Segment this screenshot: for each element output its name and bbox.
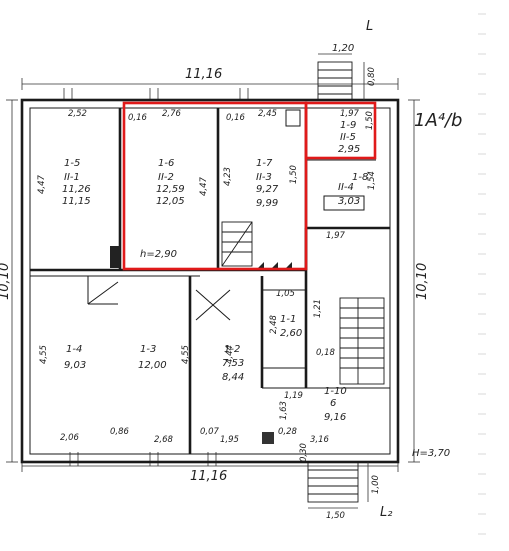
- porch-top-width: 1,20: [332, 43, 354, 54]
- dim-1-54: 1,54: [367, 171, 377, 190]
- room-area: 2,95: [338, 144, 360, 155]
- room-id: 1-9: [340, 120, 356, 131]
- highlight-rooms-1-6-1-7: [122, 101, 308, 271]
- room-1-1: 1-1 2,60: [280, 314, 302, 339]
- dim-4-55-a: 4,55: [39, 345, 49, 364]
- dim-1-50-a: 1,50: [365, 111, 375, 130]
- dim-2-52: 2,52: [68, 109, 87, 119]
- room-line-1: II-2: [158, 172, 174, 183]
- dim-4-55-b: 4,55: [181, 345, 191, 364]
- room-area: 3,03: [338, 196, 360, 207]
- porch-bottom: [307, 461, 369, 509]
- dim-4-47-a: 4,47: [37, 174, 47, 194]
- overall-width-top: 11,16: [185, 67, 222, 82]
- dim-0-28: 0,28: [278, 427, 298, 437]
- porch-bottom-depth: 1,00: [371, 475, 381, 494]
- room-id: 1-7: [256, 158, 273, 169]
- room-id: 1-6: [158, 158, 174, 169]
- overall-height-right: 10,10: [415, 263, 430, 300]
- room-line-2: 9,27: [256, 184, 279, 195]
- sheet-label: 1A⁴/b: [414, 110, 462, 131]
- room-id: 1-5: [64, 158, 80, 169]
- room-id: 1-2: [224, 344, 240, 355]
- room-area: 9,16: [324, 412, 346, 423]
- porch-top: [317, 53, 365, 101]
- highlight-boxes: [122, 101, 377, 271]
- room-1-9: 1-9 II-5 2,95: [338, 120, 360, 155]
- dim-4-23: 4,23: [223, 167, 233, 186]
- room-area: 9,03: [64, 360, 86, 371]
- dim-1-97-a: 1,97: [340, 109, 360, 119]
- room-area: 11,15: [62, 196, 91, 207]
- room-area: 12,05: [156, 196, 185, 207]
- porch-bottom-width: 1,50: [326, 511, 345, 521]
- overall-width-bottom: 11,16: [190, 469, 227, 484]
- dim-4-47-b: 4,47: [199, 176, 209, 196]
- room-area: 9,99: [256, 198, 278, 209]
- room-id: 1-1: [280, 314, 296, 325]
- dim-2-68: 2,68: [154, 435, 174, 445]
- room-1-5: 1-5 II-1 11,26 11,15: [62, 158, 91, 207]
- room-height-note: h=2,90: [140, 249, 177, 260]
- staircase: [221, 221, 385, 385]
- dim-1-97-b: 1,97: [326, 231, 346, 241]
- dim-4-44: 4,44: [225, 345, 235, 364]
- room-1-4: 1-4 9,03: [64, 344, 86, 371]
- outer-walls: [20, 98, 400, 464]
- dim-0-16-a: 0,16: [128, 113, 148, 123]
- dim-1-21: 1,21: [313, 299, 323, 318]
- section-mark-bottom: L₂: [380, 505, 392, 520]
- scan-margin-marks: [478, 13, 486, 535]
- dim-1-95: 1,95: [220, 435, 239, 445]
- dim-1-05: 1,05: [276, 289, 295, 299]
- room-1-7: 1-7 II-3 9,27 9,99: [256, 158, 279, 209]
- dim-0-30: 0,30: [299, 443, 309, 462]
- porch-top-depth: 0,80: [367, 67, 377, 86]
- room-id: 1-3: [140, 344, 156, 355]
- window-ticks: [63, 88, 249, 466]
- room-line-1: II-5: [340, 132, 356, 143]
- room-line-2: 11,26: [62, 184, 91, 195]
- room-1-2: 1-2 7,53 8,44: [222, 344, 244, 383]
- room-area: 12,00: [138, 360, 167, 371]
- dim-2-76: 2,76: [162, 109, 182, 119]
- dim-3-16: 3,16: [310, 435, 330, 445]
- dim-0-18: 0,18: [316, 348, 336, 358]
- overall-height-left: 10,10: [0, 263, 12, 300]
- highlight-room-1-9: [304, 101, 377, 160]
- building-height-note: H=3,70: [412, 448, 450, 459]
- room-id: 1-4: [66, 344, 82, 355]
- dim-1-19: 1,19: [284, 391, 303, 401]
- dim-0-86: 0,86: [110, 427, 130, 437]
- room-area: 2,60: [280, 328, 302, 339]
- dim-2-45: 2,45: [258, 109, 277, 119]
- room-1-3: 1-3 12,00: [138, 344, 167, 371]
- room-line-1: 6: [330, 398, 336, 409]
- room-1-6: 1-6 II-2 12,59 12,05: [156, 158, 185, 207]
- dim-0-16-b: 0,16: [226, 113, 246, 123]
- room-line-1: II-1: [64, 172, 80, 183]
- room-1-8: 1-8 II-4 3,03: [338, 172, 368, 207]
- dim-1-63: 1,63: [279, 401, 289, 420]
- room-1-10: 1-10 6 9,16: [324, 386, 347, 423]
- dim-2-06: 2,06: [60, 433, 80, 443]
- room-id: 1-10: [324, 386, 347, 397]
- room-line-1: 7,53: [222, 358, 244, 369]
- dim-2-48: 2,48: [269, 314, 279, 334]
- room-line-1: II-4: [338, 182, 354, 193]
- room-id: 1-8: [352, 172, 368, 183]
- section-mark-top: L: [366, 19, 373, 34]
- room-line-1: II-3: [256, 172, 272, 183]
- overall-dimension-lines: [6, 78, 420, 472]
- dim-0-07: 0,07: [200, 427, 220, 437]
- room-line-2: 12,59: [156, 184, 185, 195]
- room-area: 8,44: [222, 372, 244, 383]
- dim-1-50-b: 1,50: [289, 165, 299, 184]
